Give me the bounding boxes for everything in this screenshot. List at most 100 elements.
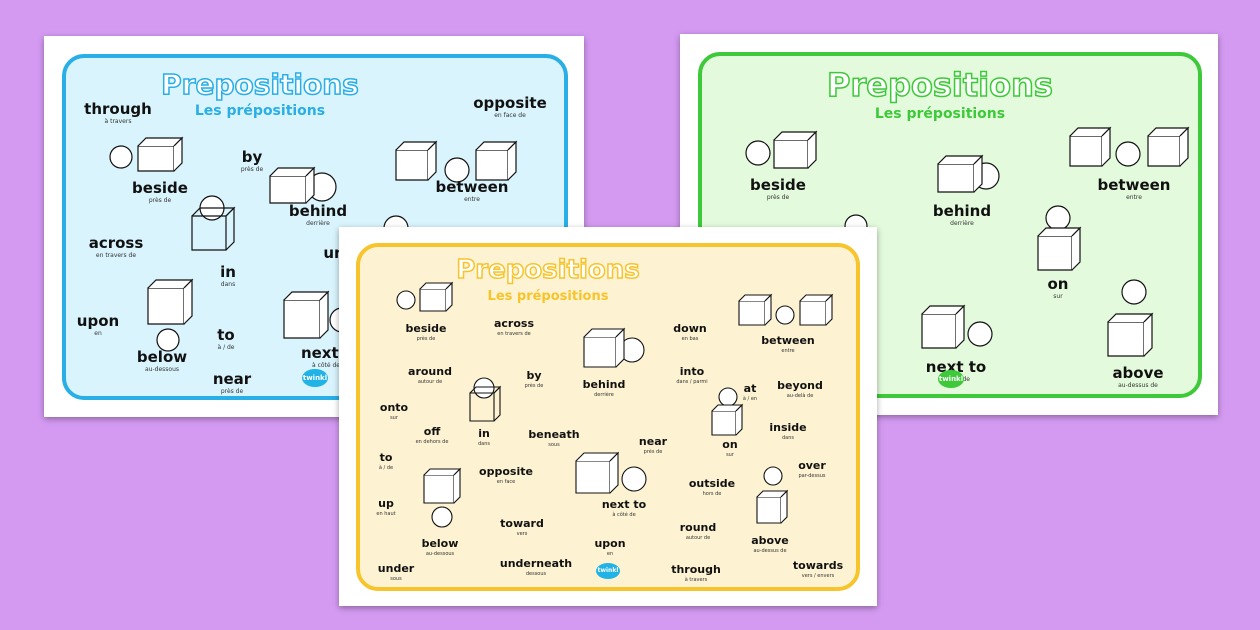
- word-label: onto: [380, 401, 409, 414]
- word-label: down: [673, 322, 706, 335]
- logo-badge: twinkl: [596, 563, 620, 579]
- sphere-icon: [444, 157, 470, 183]
- worksheet-yellow: Prepositions Les prépositions: [339, 227, 877, 606]
- cube-icon: [1107, 312, 1154, 357]
- translation-label: au-delà de: [787, 392, 814, 399]
- cube-icon: [283, 290, 330, 339]
- word-label: below: [422, 537, 459, 550]
- sphere-icon: [431, 506, 453, 528]
- panel-green: Prepositions Les prépositions: [698, 52, 1202, 398]
- translation-label: en: [94, 330, 102, 337]
- word-label: behind: [289, 202, 347, 220]
- translation-label: près de: [525, 382, 544, 389]
- word-label: at: [744, 382, 757, 395]
- cube-icon: [756, 489, 789, 524]
- word-label: beyond: [777, 379, 823, 392]
- translation-label: près de: [417, 335, 436, 342]
- sphere-icon: [718, 387, 738, 407]
- cube-icon: [575, 451, 620, 494]
- sphere-icon: [763, 466, 783, 486]
- cube-icon: [1069, 126, 1112, 167]
- translation-label: en: [607, 551, 613, 557]
- word-label: inside: [769, 421, 806, 434]
- translation-label: dans / parmi: [676, 379, 707, 385]
- sheet-subtitle: Les prépositions: [487, 289, 609, 304]
- translation-label: autour de: [418, 379, 442, 385]
- word-label: next t: [301, 344, 351, 362]
- word-label: in: [220, 263, 236, 281]
- logo-badge: twinkl: [302, 369, 328, 387]
- cube-icon: [475, 140, 518, 181]
- sphere-icon: [775, 305, 795, 325]
- sphere-icon: [1045, 205, 1071, 231]
- translation-label: entre: [781, 348, 794, 354]
- word-label: next to: [602, 498, 647, 511]
- translation-label: au-dessous: [426, 551, 455, 557]
- cube-icon: [921, 304, 966, 349]
- word-label: on: [722, 438, 737, 451]
- word-label: under: [378, 562, 415, 575]
- sphere-icon: [745, 140, 771, 166]
- translation-label: au-dessus de: [753, 548, 786, 554]
- translation-label: à côté de: [312, 362, 340, 369]
- cube-icon: [773, 130, 818, 169]
- translation-label: hors de: [703, 491, 722, 497]
- word-label: outside: [689, 477, 735, 490]
- translation-label: à / de: [379, 464, 393, 471]
- translation-label: à travers: [685, 576, 708, 583]
- translation-label: en travers de: [497, 331, 530, 337]
- word-label: across: [89, 234, 144, 252]
- word-label: behind: [583, 378, 626, 391]
- sphere-icon: [396, 290, 416, 310]
- translation-label: dans: [478, 441, 490, 447]
- cube-icon: [937, 154, 984, 193]
- word-label: underneath: [500, 557, 572, 570]
- word-label: near: [213, 370, 252, 388]
- translation-label: dans: [221, 281, 235, 288]
- word-label: between: [1098, 176, 1171, 194]
- translation-label: vers / envers: [802, 573, 835, 579]
- translation-label: entre: [464, 196, 480, 203]
- sheet-title: Prepositions: [826, 65, 1053, 105]
- translation-label: près de: [221, 388, 244, 395]
- translation-label: en face de: [494, 112, 526, 119]
- word-label: below: [137, 348, 187, 366]
- translation-label: autour de: [686, 535, 710, 541]
- word-label: to: [217, 326, 234, 344]
- cube-icon: [738, 293, 773, 326]
- translation-label: près de: [149, 197, 172, 204]
- word-label: upon: [77, 312, 119, 330]
- translation-label: près de: [241, 166, 264, 173]
- cube-icon: [191, 206, 236, 251]
- sheet-title: Prepositions: [160, 67, 359, 102]
- word-label: by: [242, 148, 263, 166]
- translation-label: par-dessus: [798, 473, 825, 479]
- translation-label: derrière: [594, 391, 614, 398]
- cube-icon: [147, 278, 194, 325]
- cube-icon: [1147, 126, 1190, 167]
- cube-icon: [419, 281, 454, 312]
- sheet-subtitle: Les prépositions: [194, 103, 326, 119]
- word-label: by: [526, 369, 541, 382]
- word-label: round: [680, 521, 717, 534]
- translation-label: en travers de: [96, 252, 136, 259]
- word-label: over: [798, 459, 826, 472]
- sphere-icon: [621, 466, 647, 492]
- cube-icon: [423, 467, 462, 504]
- translation-label: sous: [548, 442, 560, 448]
- logo-badge: twinkl: [938, 370, 964, 388]
- panel-yellow: Prepositions Les prépositions: [356, 243, 860, 591]
- translation-label: sur: [390, 415, 399, 421]
- word-label: beside: [750, 176, 806, 194]
- sheet-subtitle: Les prépositions: [874, 106, 1006, 122]
- translation-label: dans: [782, 435, 794, 441]
- word-label: upon: [594, 537, 625, 550]
- sphere-icon: [1121, 279, 1147, 305]
- word-label: opposite: [473, 94, 547, 112]
- translation-label: entre: [1126, 194, 1142, 201]
- word-label: above: [1112, 364, 1163, 382]
- sphere-icon: [473, 377, 495, 399]
